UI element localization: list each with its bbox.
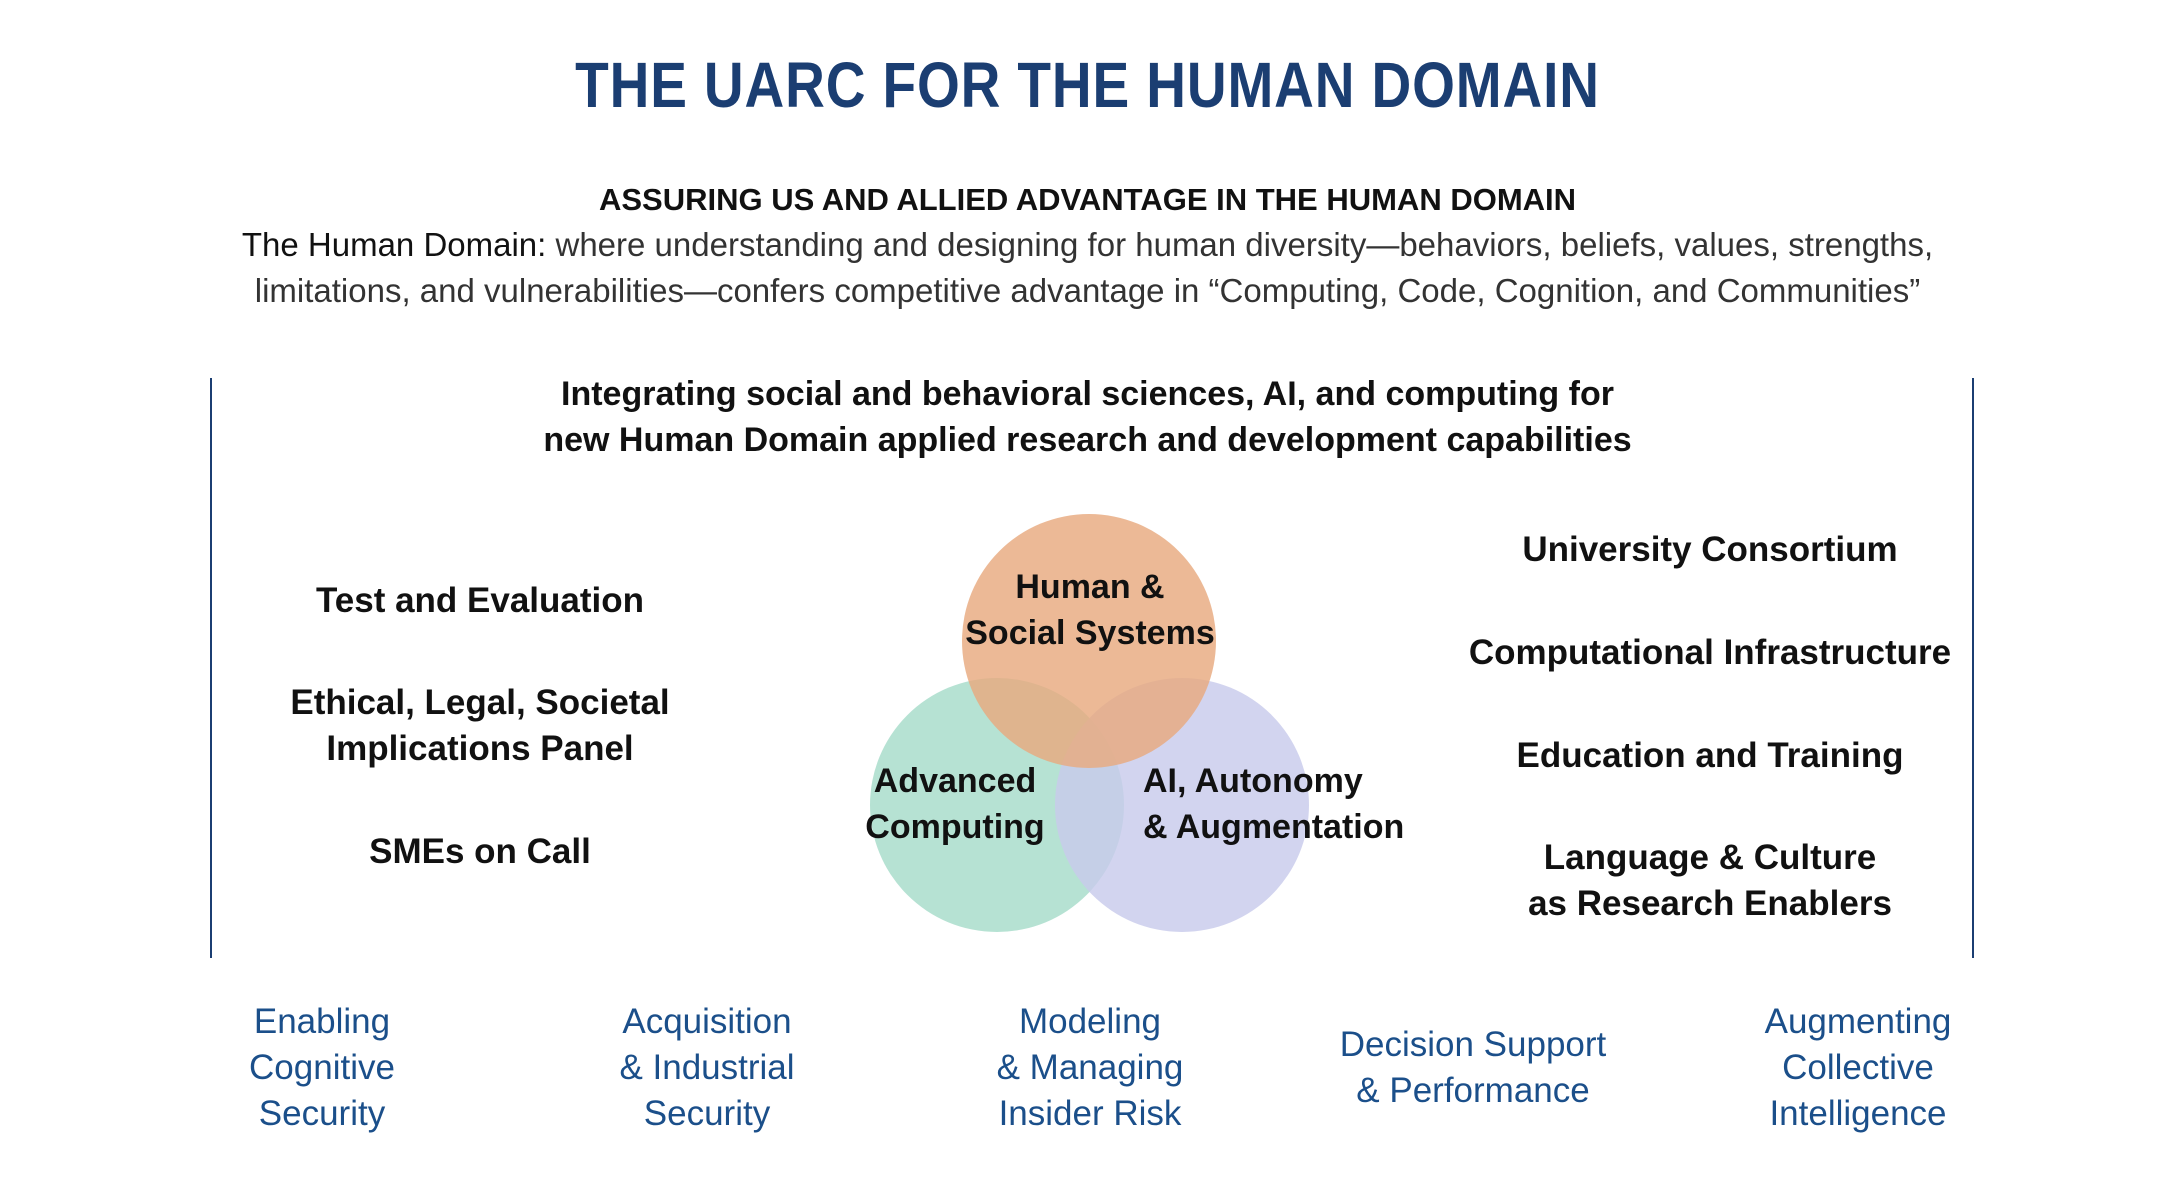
pillar-line: Intelligence [1769,1094,1947,1133]
pillar-line: Modeling [1018,1002,1162,1041]
right-item-consortium: University Consortium [1440,527,1980,573]
venn-label-line: AI, Autonomy [1143,762,1363,800]
right-item-line: Computational Infrastructure [1468,633,1952,672]
pillar-line: Security [258,1094,386,1133]
pillar-collective-intelligence: Augmenting Collective Intelligence [1688,999,2028,1137]
definition-text-1: where understanding and designing for hu… [546,226,1934,263]
subtitle: ASSURING US AND ALLIED ADVANTAGE IN THE … [598,182,1577,217]
left-divider [210,378,212,958]
left-item-smes: SMEs on Call [230,829,730,875]
left-item-line: SMEs on Call [369,832,591,871]
pillar-cognitive-security: Enabling Cognitive Security [152,999,492,1137]
venn-label-line: Human & [1015,568,1165,606]
right-item-line: Education and Training [1516,736,1904,775]
pillar-line: & Managing [996,1048,1184,1087]
venn-label-human: Human & Social Systems [940,564,1240,656]
left-item-line: Ethical, Legal, Societal [290,683,670,722]
pillar-line: Insider Risk [998,1094,1182,1133]
pillar-line: & Industrial [619,1048,795,1087]
right-item-line: Language & Culture [1543,838,1877,877]
right-item-line: University Consortium [1522,530,1898,569]
pillar-decision-support: Decision Support & Performance [1303,1022,1643,1114]
pillar-line: Decision Support [1339,1025,1607,1064]
venn-label-line: & Augmentation [1143,808,1405,846]
definition-line-2: limitations, and vulnerabilities—confers… [254,272,1921,309]
right-item-language-culture: Language & Culture as Research Enablers [1440,835,1980,927]
definition-lead: The Human Domain: [241,226,547,263]
page-title: THE UARC FOR THE HUMAN DOMAIN [575,49,1600,121]
intro-line-1: Integrating social and behavioral scienc… [561,375,1614,413]
pillar-line: & Performance [1356,1071,1590,1110]
pillar-acquisition-security: Acquisition & Industrial Security [537,999,877,1137]
right-item-infrastructure: Computational Infrastructure [1440,630,1980,676]
right-item-line: as Research Enablers [1528,884,1892,923]
intro-line-2: new Human Domain applied research and de… [543,421,1632,459]
left-item-line: Implications Panel [326,729,634,768]
right-divider [1972,378,1974,958]
left-item-elsi-panel: Ethical, Legal, Societal Implications Pa… [230,680,730,772]
venn-label-line: Advanced [873,762,1037,800]
definition-line-1: The Human Domain: where understanding an… [0,226,2175,264]
left-item-line: Test and Evaluation [315,581,645,620]
pillar-insider-risk: Modeling & Managing Insider Risk [920,999,1260,1137]
pillar-line: Collective [1782,1048,1934,1087]
left-item-test-evaluation: Test and Evaluation [230,578,730,624]
pillar-line: Acquisition [622,1002,792,1041]
venn-label-computing: Advanced Computing [830,758,1080,850]
venn-label-line: Social Systems [965,614,1215,652]
pillar-line: Cognitive [249,1048,395,1087]
venn-label-line: Computing [865,808,1045,846]
venn-circle-human [962,514,1216,768]
right-item-education: Education and Training [1440,733,1980,779]
pillar-line: Augmenting [1764,1002,1952,1041]
venn-label-ai: AI, Autonomy & Augmentation [1143,758,1443,850]
pillar-line: Security [643,1094,771,1133]
pillar-line: Enabling [253,1002,391,1041]
